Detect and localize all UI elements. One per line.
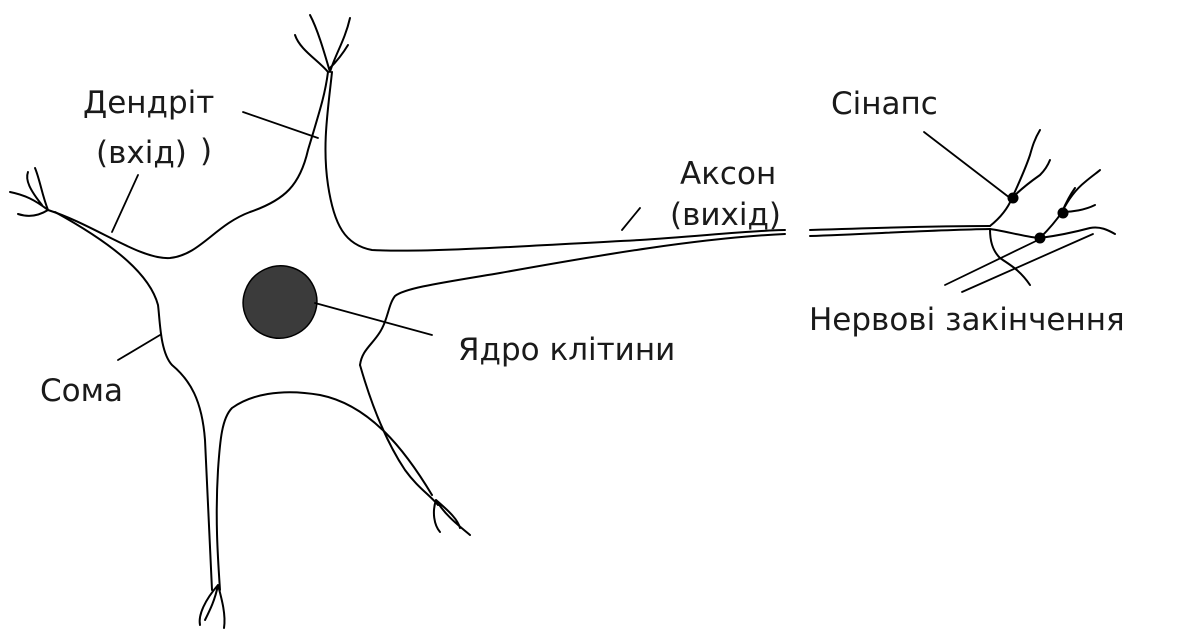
nucleus-leader: [315, 303, 432, 335]
dendrite-tip-top: [295, 15, 350, 72]
axon-sub-label: (вихід): [670, 197, 781, 233]
axon-label: Аксон: [680, 156, 776, 192]
nerve-endings-label: Нервові закінчення: [809, 302, 1125, 338]
labels: Дендріт (вхід) ) Сома Ядро клітини Аксон…: [40, 85, 1125, 409]
soma-label: Сома: [40, 373, 123, 409]
nerve-endings-leader-1: [962, 234, 1093, 292]
synapse-leader: [924, 132, 1010, 198]
dendrite-sub-label: (вхід): [96, 135, 187, 171]
terminal-branch-2: [1012, 160, 1050, 198]
nucleus-shape: [231, 254, 328, 351]
dendrite-stray-mark: ): [200, 133, 212, 169]
terminal-branch-5: [1062, 188, 1095, 212]
dendrite-outline-lower-right-inner: [217, 392, 432, 590]
dendrite-leader: [243, 112, 318, 138]
dendrite-sub-leader: [112, 175, 138, 232]
soma-leader: [118, 335, 160, 360]
terminal-branch-3: [990, 227, 1115, 238]
dendrite-label: Дендріт: [83, 85, 214, 121]
dendrite-tip-bottom: [200, 585, 225, 628]
terminal-branch-1: [990, 130, 1040, 226]
axon-leader: [622, 208, 640, 230]
synapse-label: Сінапс: [831, 86, 938, 122]
axon-terminals: [990, 130, 1115, 285]
nucleus-label: Ядро клітини: [458, 332, 675, 368]
dendrite-tip-left: [10, 168, 48, 216]
dendrite-tip-right: [434, 500, 470, 535]
synapse-dot-2: [1058, 208, 1069, 219]
